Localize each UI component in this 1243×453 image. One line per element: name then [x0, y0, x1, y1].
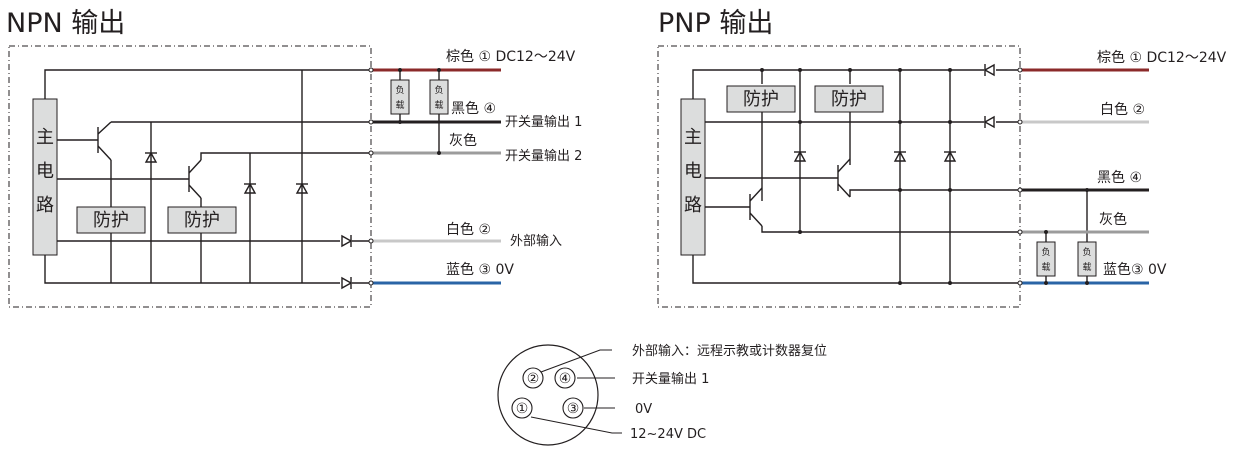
pnp-label-white: 白色 ②: [1100, 101, 1145, 118]
pnp-brown-diode: [984, 63, 995, 77]
npn-title: NPN 输出: [6, 8, 125, 39]
npn-protect-box-2: [167, 206, 237, 234]
npn-label-blue: 蓝色 ③ 0V: [446, 261, 514, 278]
npn-input-diode: [341, 234, 352, 248]
pnp-sensor-boundary: [657, 45, 1021, 308]
npn-circuit-lines: [44, 69, 440, 284]
pnp-load-2-char-1: 负: [1082, 246, 1091, 258]
connector-leader-lines: [530, 349, 622, 434]
pnp-protect-label-2: 防护: [831, 89, 867, 110]
pin-2: [522, 367, 544, 389]
npn-main-circuit-char-1: 主: [36, 127, 54, 148]
pnp-circuit-lines: [692, 69, 1088, 284]
pnp-load-2: [1077, 241, 1097, 277]
npn-label-gray-func: 开关量输出 2: [505, 148, 582, 164]
connector-outline: [497, 344, 599, 446]
pnp-label-black: 黑色 ④: [1097, 169, 1142, 186]
pnp-protect-box-2: [814, 85, 884, 113]
pnp-load-1: [1036, 241, 1056, 277]
npn-load-2-char-1: 负: [434, 84, 443, 96]
connector-pins: [511, 367, 584, 419]
connector-label-pin4: 开关量输出 1: [632, 371, 709, 387]
pnp-label-brown: 棕色 ① DC12～24V: [1097, 49, 1227, 66]
connector-label-pin3: 0V: [635, 402, 652, 417]
pnp-load-1-char-1: 负: [1041, 246, 1050, 258]
npn-protect-label-1: 防护: [93, 210, 129, 231]
pnp-main-circuit-char-1: 主: [684, 127, 702, 148]
npn-main-circuit: [32, 98, 58, 256]
pin-4-label: ④: [559, 371, 572, 387]
pnp-terminals: [1017, 67, 1023, 286]
pnp-load-1-char-2: 载: [1041, 261, 1050, 273]
npn-load-1: [390, 79, 410, 115]
pin-3-label: ③: [567, 401, 580, 417]
npn-label-gray: 灰色: [449, 132, 477, 149]
pnp-main-circuit: [680, 98, 706, 256]
npn-load-2: [429, 79, 449, 115]
npn-diagram: NPN 输出 主 电 路: [6, 8, 582, 308]
npn-main-circuit-char-3: 路: [36, 195, 54, 216]
npn-load-1-char-1: 负: [395, 84, 404, 96]
npn-label-white-func: 外部输入: [510, 233, 562, 249]
npn-label-black: 黑色 ④: [451, 100, 496, 117]
pnp-protect-label-1: 防护: [743, 89, 779, 110]
pnp-junctions: [760, 68, 1089, 285]
npn-load-2-char-2: 载: [434, 99, 443, 111]
npn-terminals: [368, 67, 374, 286]
pnp-label-gray: 灰色: [1099, 211, 1127, 228]
npn-main-circuit-char-2: 电: [36, 161, 54, 182]
npn-protect-box-1: [76, 206, 146, 234]
pin-2-label: ②: [527, 371, 540, 387]
pnp-protect-box-1: [726, 85, 796, 113]
pnp-load-2-char-2: 载: [1082, 261, 1091, 273]
pnp-main-circuit-char-2: 电: [684, 161, 702, 182]
pin-4: [554, 367, 576, 389]
pnp-diagram: PNP 输出 主 电 路: [657, 8, 1227, 308]
pnp-white-diode: [984, 115, 995, 129]
pin-1-label: ①: [516, 401, 529, 417]
connector-label-pin2: 外部输入：远程示教或计数器复位: [632, 343, 827, 359]
npn-protect-label-2: 防护: [184, 210, 220, 231]
npn-label-brown: 棕色 ① DC12～24V: [446, 48, 576, 65]
connector-label-pin1: 12~24V DC: [630, 427, 706, 442]
pin-1: [511, 397, 533, 419]
npn-blue-diode: [341, 276, 352, 290]
pin-3: [562, 397, 584, 419]
npn-junctions: [398, 68, 441, 155]
npn-load-1-char-2: 载: [395, 99, 404, 111]
pnp-title: PNP 输出: [658, 8, 773, 39]
npn-sensor-boundary: [8, 45, 372, 308]
pnp-main-circuit-char-3: 路: [684, 195, 702, 216]
npn-label-white: 白色 ②: [446, 221, 491, 238]
pnp-label-blue: 蓝色③ 0V: [1103, 261, 1167, 278]
npn-label-black-func: 开关量输出 1: [505, 114, 582, 130]
connector-pinout: ② ④ ① ③ 外部输入：远程示教或计数器复位 开关量输出 1 0V 12~24…: [497, 343, 827, 446]
